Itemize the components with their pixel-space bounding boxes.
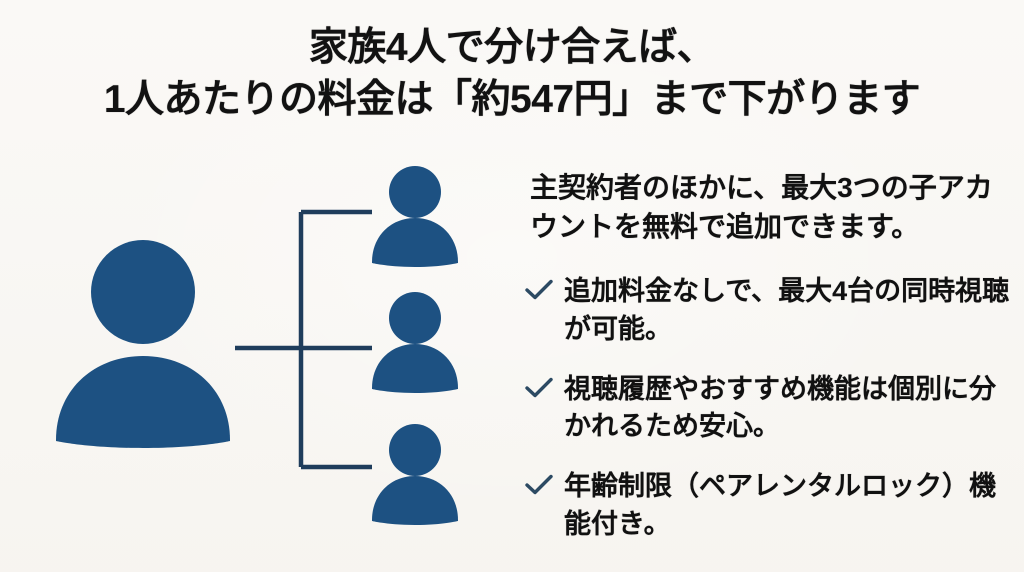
family-account-diagram	[0, 150, 500, 560]
child-1-body	[372, 218, 458, 267]
child-account-person-3	[372, 424, 458, 525]
child-1-head	[389, 166, 441, 218]
child-3-head	[389, 424, 441, 476]
feature-list: 追加料金なしで、最大4台の同時視聴が可能。 視聴履歴やおすすめ機能は個別に分かれ…	[524, 273, 1010, 544]
title-line-2: 1人あたりの料金は「約547円」まで下がります	[103, 77, 921, 121]
list-item: 年齢制限（ペアレンタルロック）機能付き。	[524, 468, 1010, 544]
title-line-1: 家族4人で分け合えば、	[308, 26, 716, 69]
child-account-person-2	[372, 292, 458, 393]
list-item: 追加料金なしで、最大4台の同時視聴が可能。	[524, 273, 1010, 349]
child-account-person-1	[372, 166, 458, 267]
child-2-body	[372, 344, 458, 393]
child-2-head	[389, 292, 441, 344]
check-icon	[524, 371, 554, 411]
bracket-connector	[235, 209, 372, 470]
main-person-body	[56, 356, 230, 448]
feature-content: 主契約者のほかに、最大3つの子アカウントを無料で追加できます。 追加料金なしで、…	[524, 168, 1010, 544]
check-icon	[524, 468, 554, 508]
list-item: 視聴履歴やおすすめ機能は個別に分かれるため安心。	[524, 371, 1010, 447]
main-account-person	[56, 240, 230, 448]
check-icon	[524, 273, 554, 313]
child-3-body	[372, 476, 458, 525]
list-item-label: 視聴履歴やおすすめ機能は個別に分かれるため安心。	[564, 373, 996, 442]
main-person-head	[91, 240, 195, 344]
intro-paragraph: 主契約者のほかに、最大3つの子アカウントを無料で追加できます。	[530, 172, 993, 243]
page-title: 家族4人で分け合えば、 1人あたりの料金は「約547円」まで下がります	[0, 22, 1024, 126]
list-item-label: 追加料金なしで、最大4台の同時視聴が可能。	[564, 275, 1010, 344]
list-item-label: 年齢制限（ペアレンタルロック）機能付き。	[564, 471, 996, 539]
